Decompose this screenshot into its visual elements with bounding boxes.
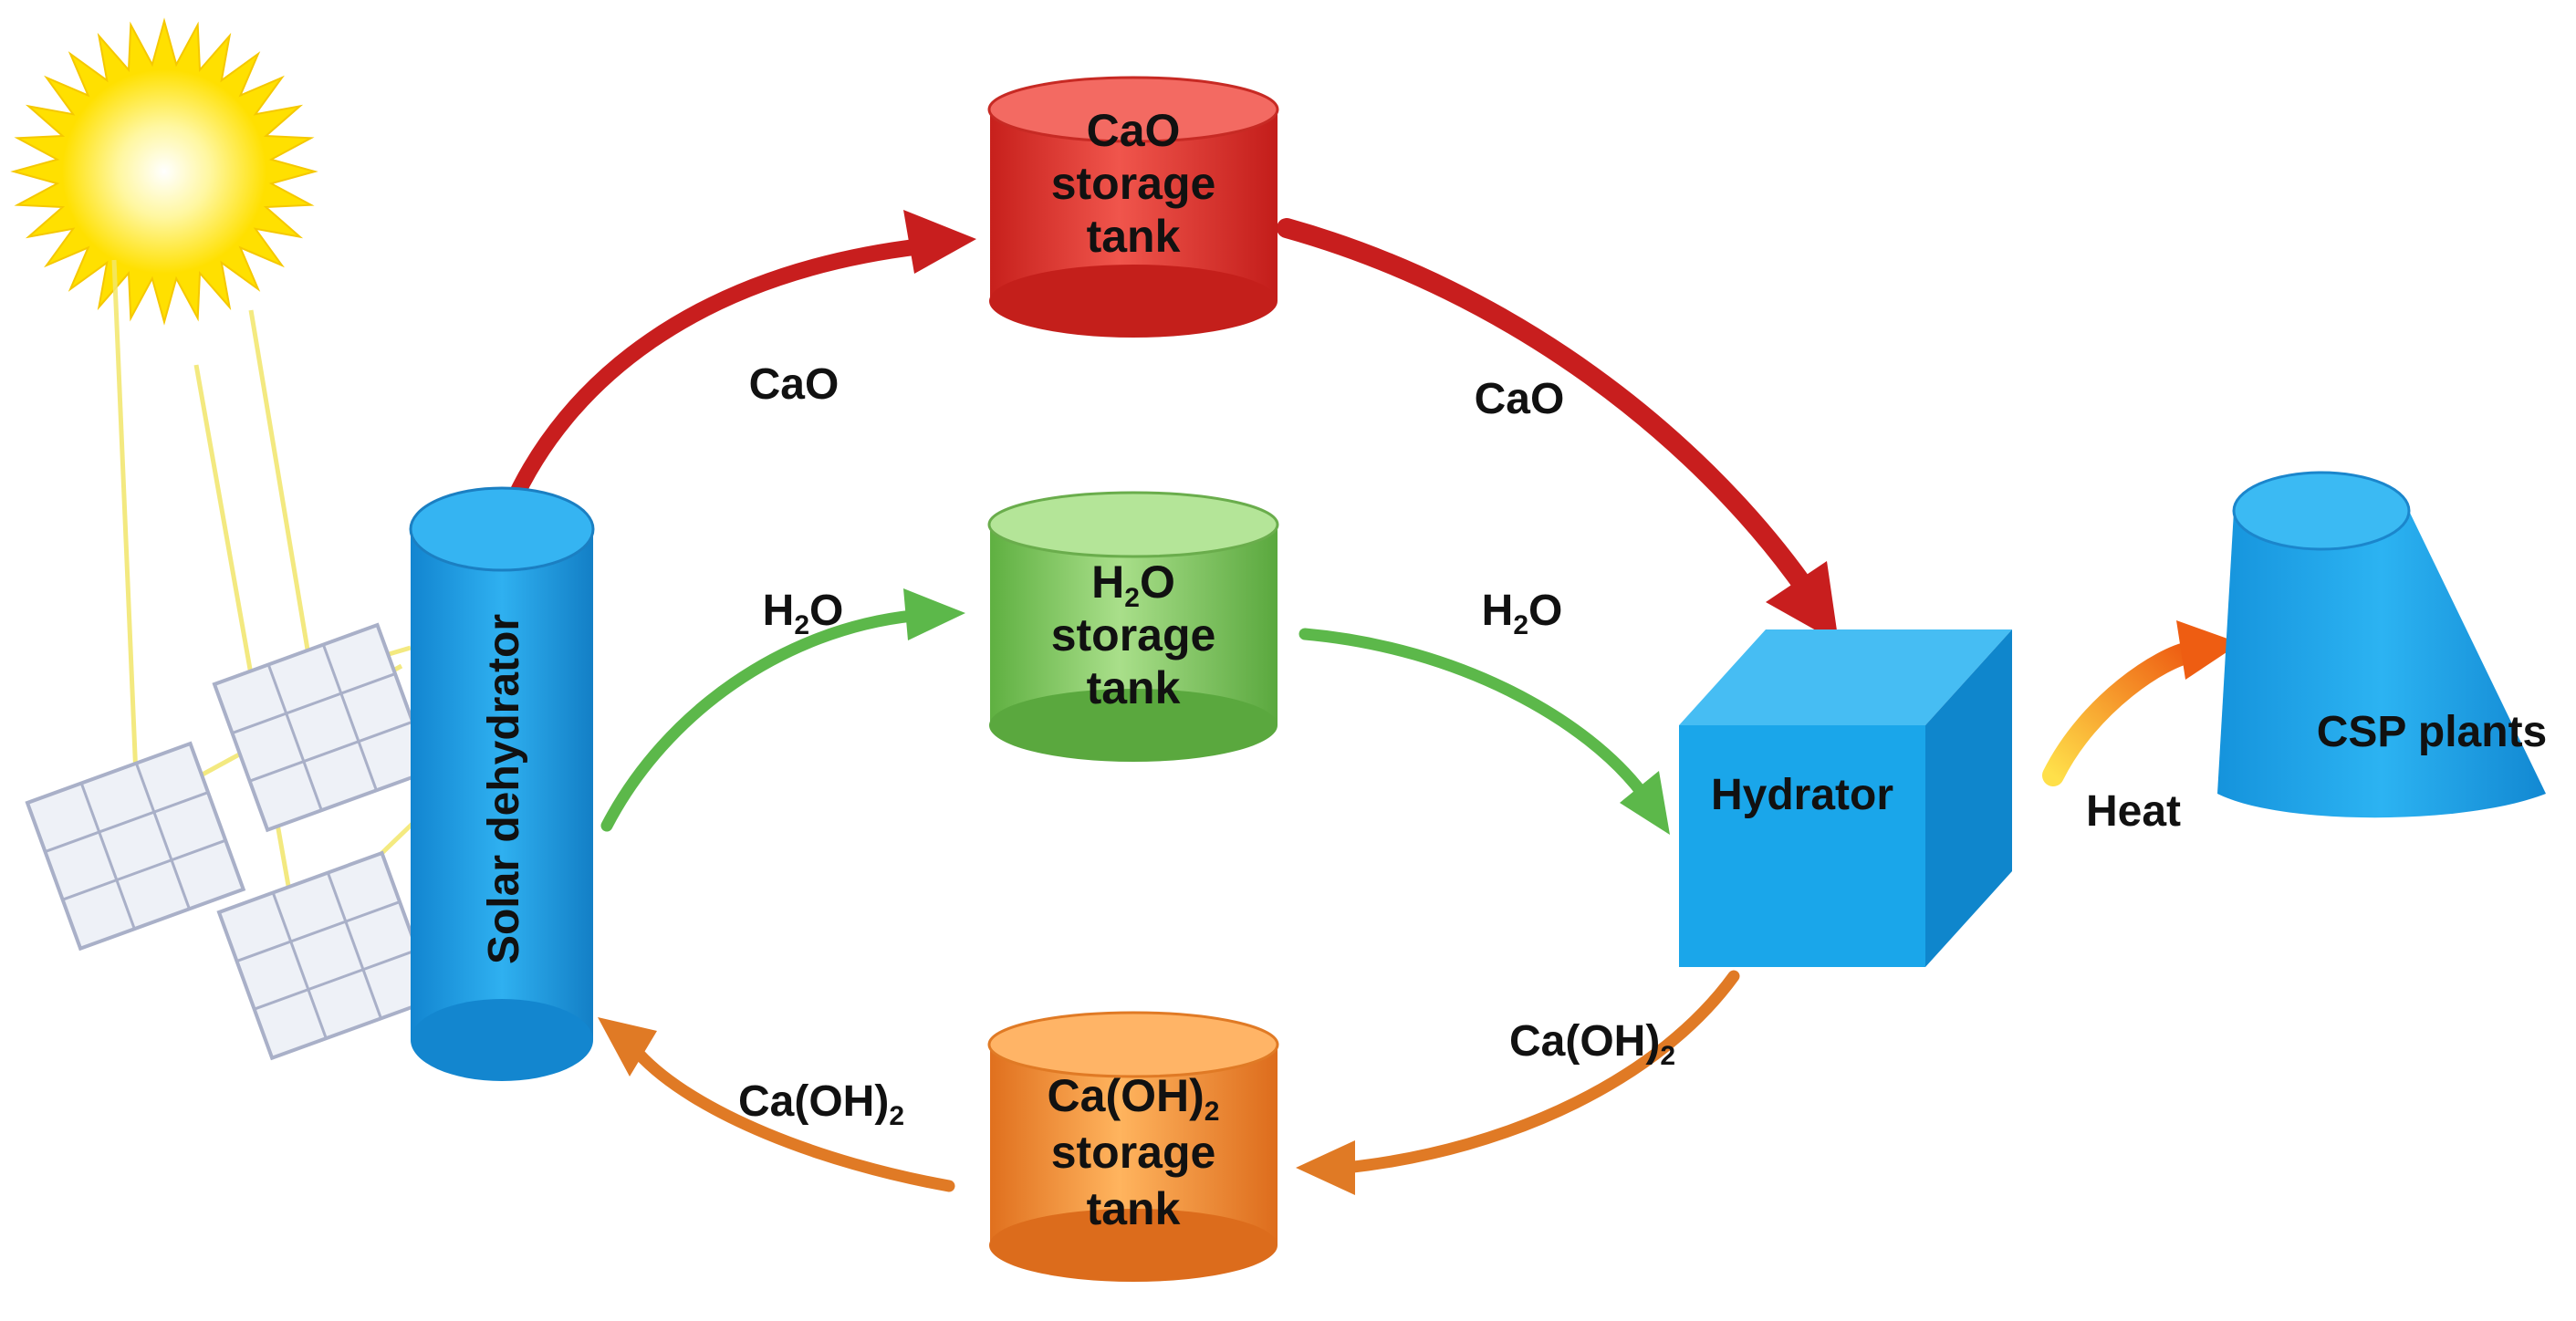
flow-arrow-cao-to-hydrator [1277,218,1839,643]
flow-arrow-h2o-to-tank [600,588,965,832]
flow-label-caoh2-out: Ca(OH)2 [1509,1017,1675,1071]
h2o-tank-label-line1: H2O [1091,556,1175,613]
hydrator-label: Hydrator [1711,771,1893,819]
flow-label-cao-in: CaO [749,360,840,409]
solar-panel-icon [212,622,433,833]
caoh2-tank-label-line2: storage [1051,1127,1216,1178]
csp-plants: CSP plants [2217,471,2548,818]
h2o-tank-label-line3: tank [1087,662,1181,713]
flow-arrow-caoh2-to-tank [1296,970,1740,1195]
flow-arrow-caoh2-to-dehydrator [598,1017,955,1192]
caoh2-storage-tank: Ca(OH)2 storage tank [987,1011,1279,1282]
flow-label-caoh2-in: Ca(OH)2 [738,1077,904,1131]
cao-storage-tank: CaO storage tank [987,76,1279,338]
cao-tank-label-line3: tank [1087,211,1181,262]
flow-label-h2o-in: H2O [763,587,844,640]
flow-label-heat: Heat [2086,787,2181,836]
solar-dehydrator-label: Solar dehydrator [480,614,528,964]
cao-tank-label-line1: CaO [1087,105,1181,156]
flow-arrow-cao-to-tank [503,210,976,515]
caoh2-tank-label-line1: Ca(OH)2 [1048,1070,1220,1127]
cao-tank-label-line2: storage [1051,158,1216,209]
solar-panel-icon [25,741,246,952]
solar-panel-icon [216,850,438,1061]
flow-label-h2o-out: H2O [1482,587,1563,640]
csp-plants-label: CSP plants [2317,708,2548,756]
caoh2-tank-label-line3: tank [1087,1183,1181,1234]
flow-arrow-heat [2042,620,2240,786]
sun-icon [10,17,318,326]
h2o-storage-tank: H2O storage tank [987,491,1279,762]
flow-label-cao-out: CaO [1475,375,1565,423]
hydrator-cube: Hydrator [1679,629,2012,967]
flow-arrow-h2o-to-hydrator [1298,628,1670,835]
h2o-tank-label-line2: storage [1051,609,1216,660]
solar-dehydrator-cylinder: Solar dehydrator [409,486,595,1081]
